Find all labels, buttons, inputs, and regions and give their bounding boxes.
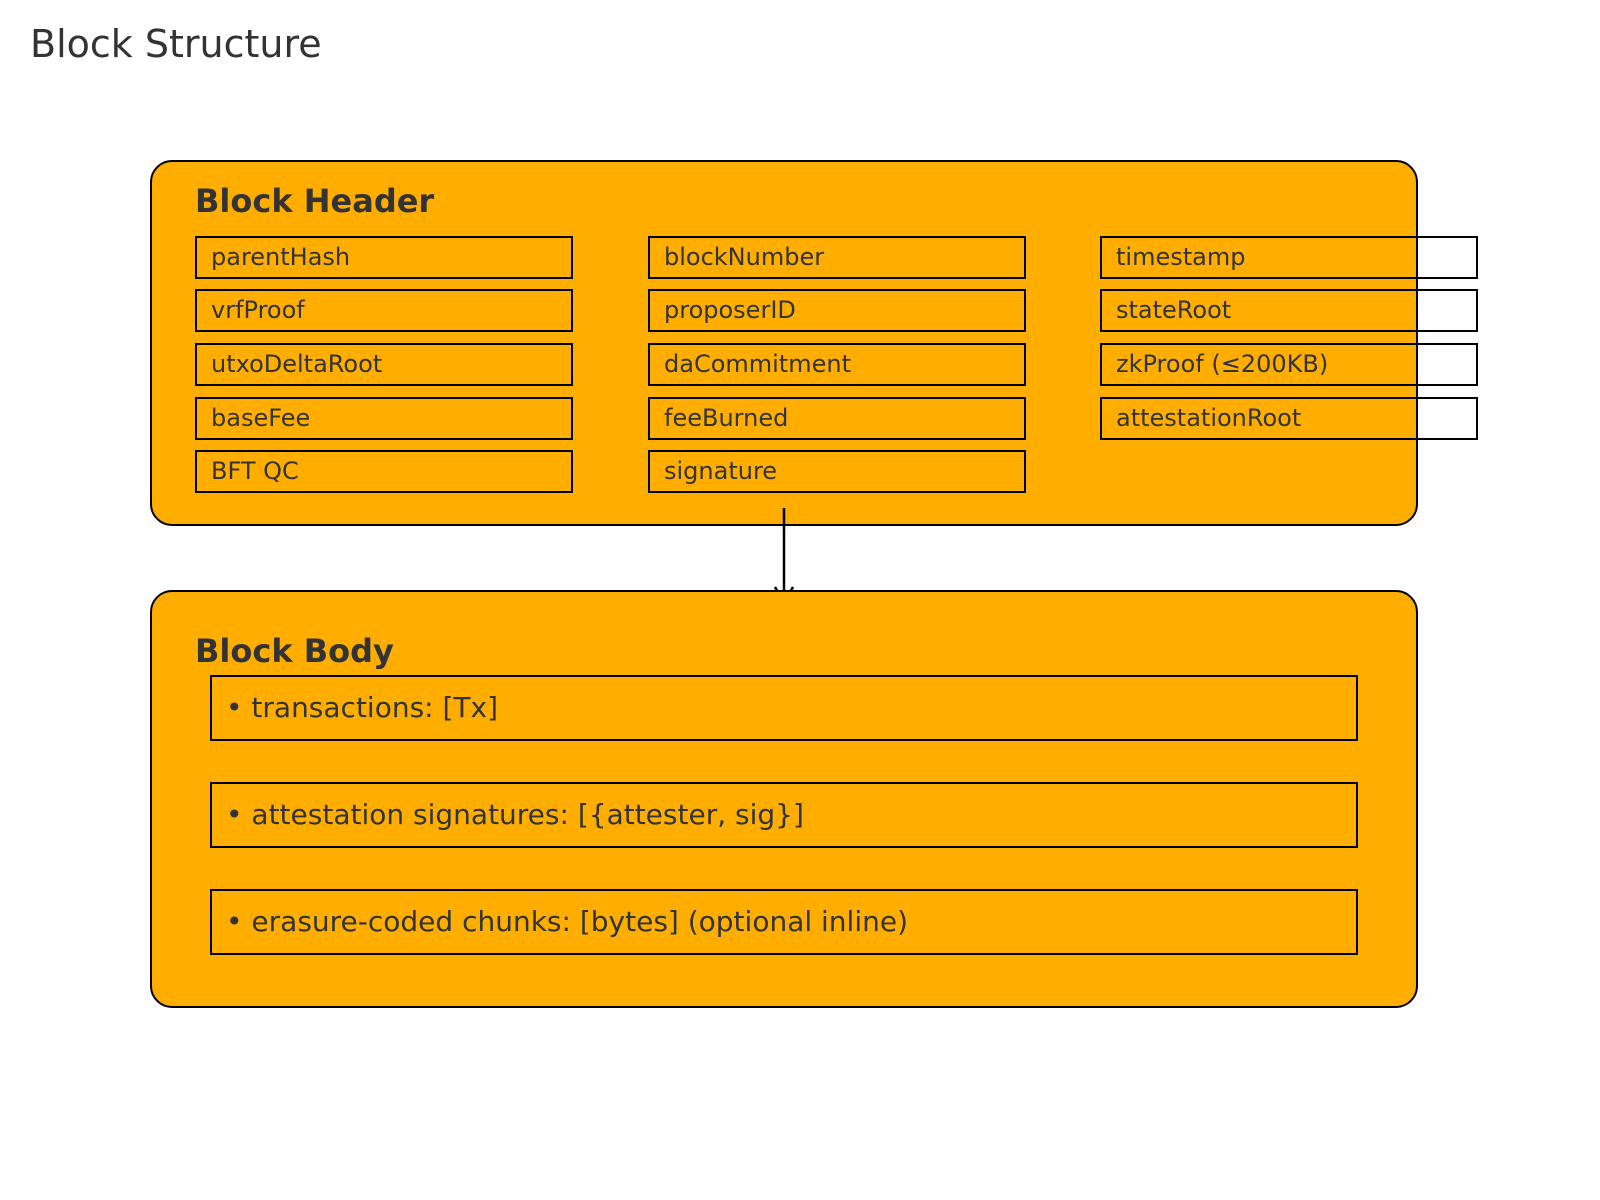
field-fee-burned: feeBurned xyxy=(648,397,1026,440)
field-attestation-root: attestationRoot xyxy=(1100,397,1478,440)
block-body-title: Block Body xyxy=(195,632,394,670)
body-item-erasure-coded-chunks: • erasure-coded chunks: [bytes] (optiona… xyxy=(210,889,1358,955)
page-title: Block Structure xyxy=(30,22,322,66)
block-header-title: Block Header xyxy=(195,182,435,220)
field-bft-qc: BFT QC xyxy=(195,450,573,493)
field-timestamp: timestamp xyxy=(1100,236,1478,279)
block-body-panel xyxy=(150,590,1418,1008)
field-signature: signature xyxy=(648,450,1026,493)
field-base-fee: baseFee xyxy=(195,397,573,440)
field-proposer-id: proposerID xyxy=(648,289,1026,332)
body-item-transactions: • transactions: [Tx] xyxy=(210,675,1358,741)
field-utxo-delta-root: utxoDeltaRoot xyxy=(195,343,573,386)
field-state-root: stateRoot xyxy=(1100,289,1478,332)
body-item-attestation-signatures: • attestation signatures: [{attester, si… xyxy=(210,782,1358,848)
field-parent-hash: parentHash xyxy=(195,236,573,279)
field-block-number: blockNumber xyxy=(648,236,1026,279)
field-vrf-proof: vrfProof xyxy=(195,289,573,332)
field-da-commitment: daCommitment xyxy=(648,343,1026,386)
field-zk-proof: zkProof (≤200KB) xyxy=(1100,343,1478,386)
